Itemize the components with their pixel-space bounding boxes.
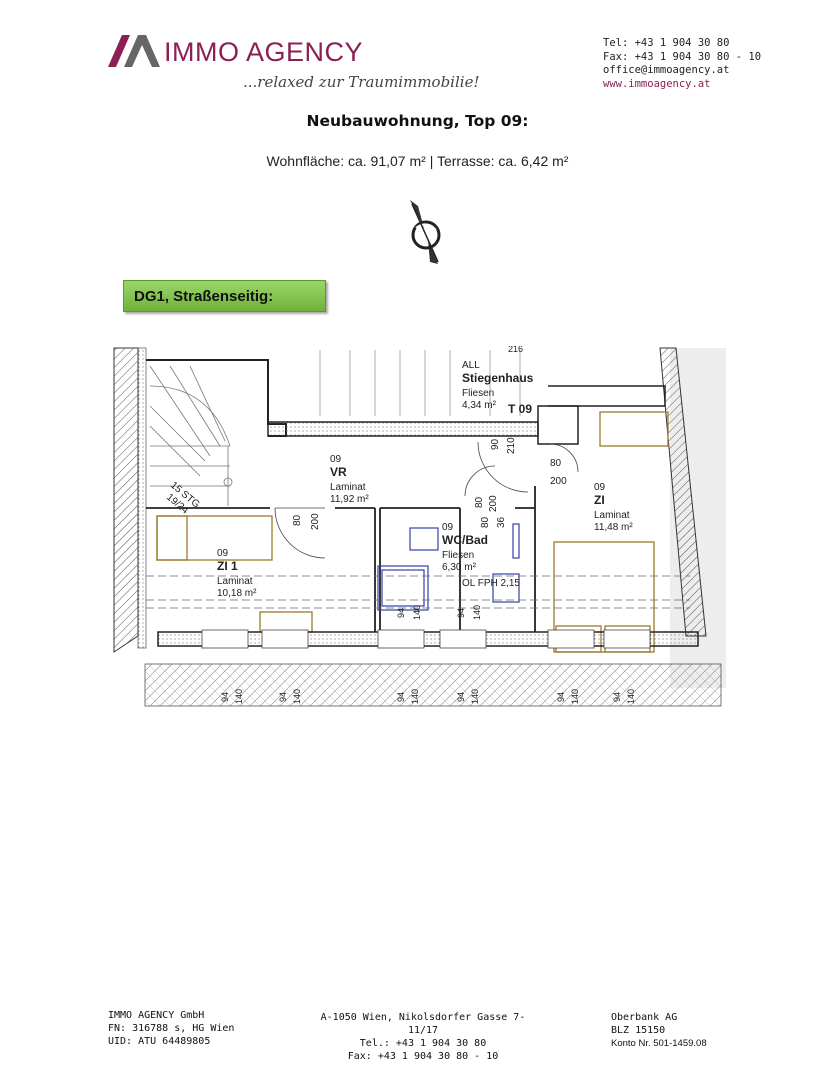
room-extra: OL FPH 2,15 <box>462 578 520 589</box>
floor-plan: ALL Stiegenhaus Fliesen 4,34 m² T 09 09 … <box>113 346 726 707</box>
room-name: Stiegenhaus <box>462 371 534 385</box>
footer-konto: Konto Nr. 501-1459.08 <box>611 1038 707 1049</box>
room-area: 11,92 m² <box>330 494 369 505</box>
dim-label: 210 <box>506 437 517 454</box>
room-floor: Fliesen <box>442 550 474 561</box>
dim-label: 80 <box>474 496 485 508</box>
dim-label: 140 <box>412 605 422 620</box>
dim-label: 94 <box>396 692 406 702</box>
room-vr: 09 VR Laminat 11,92 m² <box>330 454 369 505</box>
room-name: WC/Bad <box>442 533 488 547</box>
room-number: 09 <box>330 454 342 465</box>
dim-label: 94 <box>456 692 466 702</box>
room-zi1: 09 ZI 1 Laminat 10,18 m² <box>217 548 257 599</box>
listing-title: Neubauwohnung, Top 09: <box>306 112 529 130</box>
room-stiegenhaus: ALL Stiegenhaus Fliesen 4,34 m² T 09 <box>462 360 534 416</box>
footer-bank: Oberbank AG BLZ 15150 Konto Nr. 501-1459… <box>611 1011 707 1050</box>
dim-label: 200 <box>488 495 499 512</box>
dim-label: 94 <box>456 608 466 618</box>
footer-register: FN: 316788 s, HG Wien <box>108 1023 235 1034</box>
room-wc-bad: 09 WC/Bad Fliesen 6,30 m² OL FPH 2,15 <box>442 522 520 589</box>
section-label: DG1, Straßenseitig: <box>123 280 326 312</box>
room-number: 09 <box>442 522 454 533</box>
room-area: 6,30 m² <box>442 562 477 573</box>
room-floor: Laminat <box>330 482 366 493</box>
room-zi: 09 ZI Laminat 11,48 m² <box>594 482 633 533</box>
room-name: ZI 1 <box>217 559 238 573</box>
footer-uid: UID: ATU 64489805 <box>108 1036 211 1047</box>
contact-tel: Tel: +43 1 904 30 80 <box>603 37 730 49</box>
room-area: 4,34 m² <box>462 400 497 411</box>
room-number: 09 <box>217 548 229 559</box>
footer-street: A-1050 Wien, Nikolsdorfer Gasse 7-11/17 <box>320 1012 526 1036</box>
listing-area: Wohnfläche: ca. 91,07 m² | Terrasse: ca.… <box>266 153 569 169</box>
dim-label: 140 <box>410 689 420 704</box>
dim-label: 94 <box>220 692 230 702</box>
dim-label: 140 <box>472 605 482 620</box>
dim-label: 90 <box>490 438 501 450</box>
brand-name: IMMO AGENCY <box>164 37 364 67</box>
dim-label: 80 <box>480 516 491 528</box>
footer-blz: BLZ 15150 <box>611 1025 666 1036</box>
room-area: 11,48 m² <box>594 522 633 533</box>
dim-label: 36 <box>496 516 507 528</box>
footer-address: A-1050 Wien, Nikolsdorfer Gasse 7-11/17 … <box>313 1011 533 1063</box>
company-logo: IMMO AGENCY ...relaxed zur Traumimmobili… <box>108 33 508 103</box>
room-floor: Laminat <box>594 510 630 521</box>
dim-label: 80 <box>550 458 562 469</box>
logo-mark-icon <box>108 35 160 67</box>
room-number: 09 <box>594 482 606 493</box>
dim-label: 94 <box>396 608 406 618</box>
dim-label: 140 <box>626 689 636 704</box>
footer-company-name: IMMO AGENCY GmbH <box>108 1010 205 1021</box>
dim-label: 94 <box>612 692 622 702</box>
footer-tel: Tel.: +43 1 904 30 80 <box>359 1038 487 1049</box>
dim-label: 200 <box>310 513 321 530</box>
dim-label: 140 <box>234 689 244 704</box>
room-floor: Laminat <box>217 576 253 587</box>
dim-label: 94 <box>556 692 566 702</box>
room-number: ALL <box>462 360 480 371</box>
dim-label: 94 <box>278 692 288 702</box>
footer-bank-name: Oberbank AG <box>611 1012 678 1023</box>
footer-company: IMMO AGENCY GmbH FN: 316788 s, HG Wien U… <box>108 1009 234 1048</box>
plan-top-fragment: 216 <box>508 346 523 354</box>
room-name: ZI <box>594 493 605 507</box>
room-name: VR <box>330 465 347 479</box>
contact-fax: Fax: +43 1 904 30 80 - 10 <box>603 50 762 63</box>
compass-icon <box>410 200 441 264</box>
contact-website[interactable]: www.immoagency.at <box>603 77 711 90</box>
dim-label: 140 <box>292 689 302 704</box>
dim-label: 140 <box>570 689 580 704</box>
room-floor: Fliesen <box>462 388 494 399</box>
contact-email[interactable]: office@immoagency.at <box>603 64 730 76</box>
dim-label: 80 <box>292 514 303 526</box>
room-extra: T 09 <box>508 402 532 416</box>
room-area: 10,18 m² <box>217 588 257 599</box>
contact-block: Tel: +43 1 904 30 80 Fax: +43 1 904 30 8… <box>603 37 761 91</box>
dim-label: 140 <box>470 689 480 704</box>
footer-fax: Fax: +43 1 904 30 80 - 10 <box>347 1051 499 1062</box>
dim-label: 200 <box>550 476 567 487</box>
brand-slogan: ...relaxed zur Traumimmobilie! <box>243 73 480 91</box>
